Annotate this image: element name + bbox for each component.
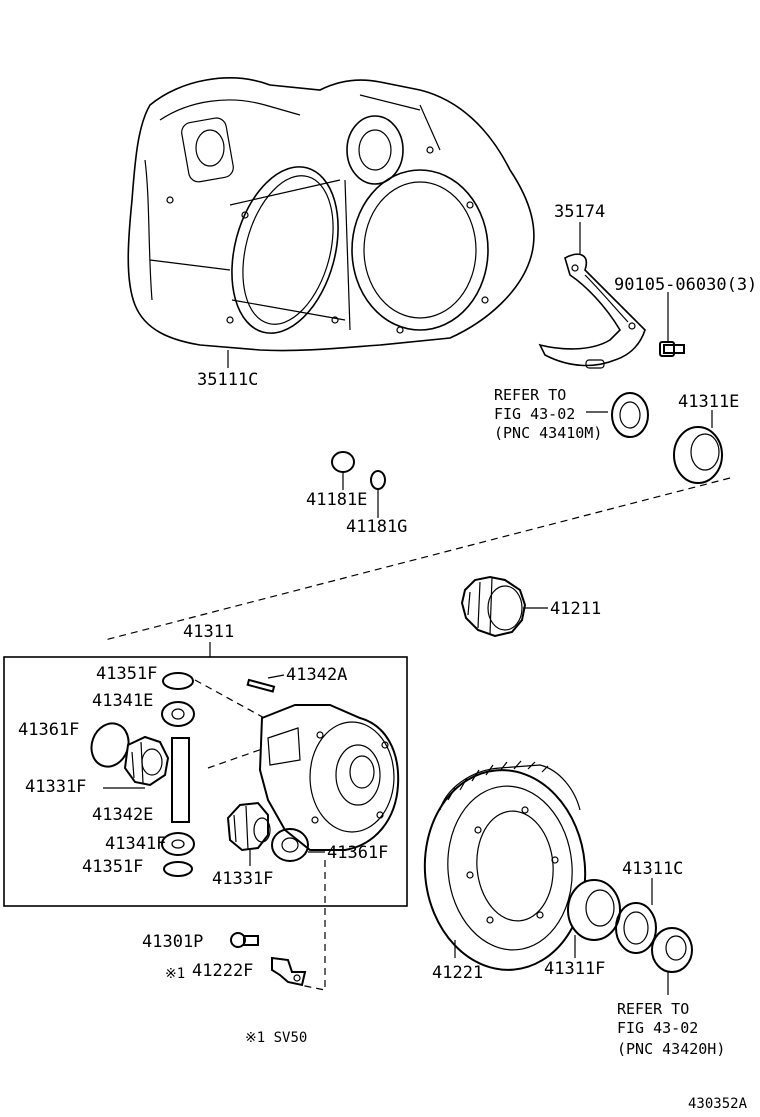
bearing-41311E-drawing bbox=[673, 410, 723, 484]
oil-seal-drawing bbox=[586, 392, 649, 438]
lock-plate-41222F-drawing bbox=[271, 956, 307, 987]
label-41311E: 41311E bbox=[678, 392, 739, 412]
ring-gear-41221-drawing bbox=[423, 760, 587, 971]
label-41181G: 41181G bbox=[346, 517, 407, 537]
label-35111C: 35111C bbox=[197, 370, 258, 390]
label-41342E: 41342E bbox=[92, 805, 153, 825]
label-41211: 41211 bbox=[550, 599, 601, 619]
transaxle-case-drawing bbox=[127, 77, 535, 368]
pin-41342A bbox=[246, 678, 276, 693]
ref1-line1: REFER TO bbox=[494, 386, 566, 404]
alignment-line-pin bbox=[194, 679, 269, 721]
bolt-41301P-drawing bbox=[230, 932, 259, 948]
washer-41351F-bottom bbox=[163, 861, 193, 877]
washer-41181G-drawing bbox=[370, 470, 386, 518]
label-41351F-bottom: 41351F bbox=[82, 857, 143, 877]
label-35174: 35174 bbox=[554, 202, 605, 222]
label-41361F-left: 41361F bbox=[18, 720, 79, 740]
label-90105-06030: 90105-06030(3) bbox=[614, 275, 757, 295]
washer-41361F-right bbox=[271, 828, 309, 862]
alignment-line-upper bbox=[104, 477, 731, 641]
ref2-line1: REFER TO bbox=[617, 1000, 689, 1018]
ref2-line3: (PNC 43420H) bbox=[617, 1040, 725, 1058]
drive-gear-41211-drawing bbox=[460, 575, 548, 638]
label-41342A: 41342A bbox=[286, 665, 347, 685]
pinion-41341F-drawing bbox=[161, 832, 195, 856]
label-41361F-right: 41361F bbox=[327, 843, 388, 863]
label-41181E: 41181E bbox=[306, 490, 367, 510]
differential-assembly-box bbox=[3, 656, 408, 907]
label-41311: 41311 bbox=[183, 622, 234, 642]
label-41221: 41221 bbox=[432, 963, 483, 983]
ref2-line2: FIG 43-02 bbox=[617, 1019, 698, 1037]
bearing-41311F-drawing bbox=[567, 879, 621, 958]
oil-seal-2-drawing bbox=[651, 927, 693, 995]
ref1-line2: FIG 43-02 bbox=[494, 405, 575, 423]
label-41301P: 41301P bbox=[142, 932, 203, 952]
label-41331F-bottom: 41331F bbox=[212, 869, 273, 889]
alignment-line-gear bbox=[207, 747, 266, 769]
pinion-41341E-drawing bbox=[161, 701, 195, 727]
shaft-41342E bbox=[171, 737, 190, 823]
label-41341F: 41341F bbox=[105, 834, 166, 854]
footnote: ※1 SV50 bbox=[245, 1030, 307, 1046]
washer-41351F-top bbox=[162, 672, 194, 690]
side-gear-41331F-bottom-drawing bbox=[226, 801, 271, 866]
star-mark-label: ※1 bbox=[165, 966, 185, 982]
alignment-line-lower bbox=[299, 860, 326, 991]
plug-41181E-drawing bbox=[331, 451, 355, 490]
bolt-drawing bbox=[659, 292, 685, 357]
label-41331F-left: 41331F bbox=[25, 777, 86, 797]
label-41222F: 41222F bbox=[192, 961, 253, 981]
label-41311F: 41311F bbox=[544, 959, 605, 979]
ref1-line3: (PNC 43410M) bbox=[494, 424, 602, 442]
label-41341E: 41341E bbox=[92, 691, 153, 711]
shim-41311C-drawing bbox=[615, 878, 657, 954]
figure-id: 430352A bbox=[688, 1096, 748, 1112]
side-gear-41331F-left-drawing bbox=[103, 735, 170, 789]
differential-case-drawing bbox=[258, 704, 400, 851]
label-41311C: 41311C bbox=[622, 859, 683, 879]
label-41351F-top: 41351F bbox=[96, 664, 157, 684]
bracket-drawing bbox=[538, 222, 646, 369]
